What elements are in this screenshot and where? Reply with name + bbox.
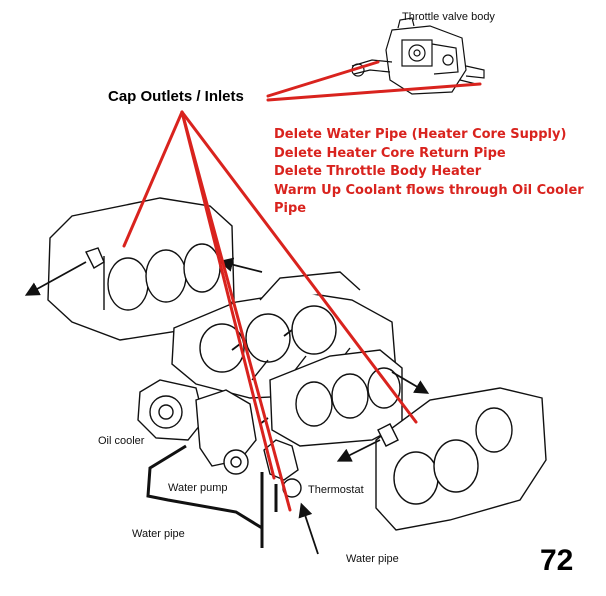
water-pipe-bottom-label: Water pipe [346, 553, 399, 565]
water-pipe-left-label: Water pipe [132, 528, 185, 540]
deletion-notes: Delete Water Pipe (Heater Core Supply) D… [274, 126, 584, 219]
water-pump-assembly-drawing [137, 379, 302, 498]
oil-cooler-label: Oil cooler [98, 435, 145, 447]
cap-outlets-inlets-label: Cap Outlets / Inlets [108, 88, 244, 105]
throttle-valve-body-drawing [351, 17, 485, 95]
left-cylinder-head-drawing [47, 197, 235, 341]
throttle-valve-body-label: Throttle valve body [402, 11, 495, 23]
note-line: Delete Water Pipe (Heater Core Supply) [274, 127, 567, 142]
note-line: Warm Up Coolant flows through Oil Cooler [274, 182, 584, 198]
water-pump-label: Water pump [168, 482, 228, 494]
coolant-pipes-drawing [146, 444, 278, 548]
right-cylinder-head-drawing [375, 387, 547, 531]
note-line: Delete Throttle Body Heater [274, 164, 482, 179]
note-line: Pipe [274, 201, 307, 216]
red-annotation-lines [122, 60, 482, 512]
note-line: Delete Heater Core Return Pipe [274, 145, 506, 161]
page-number: 72 [540, 544, 574, 577]
thermostat-label: Thermostat [308, 484, 364, 496]
